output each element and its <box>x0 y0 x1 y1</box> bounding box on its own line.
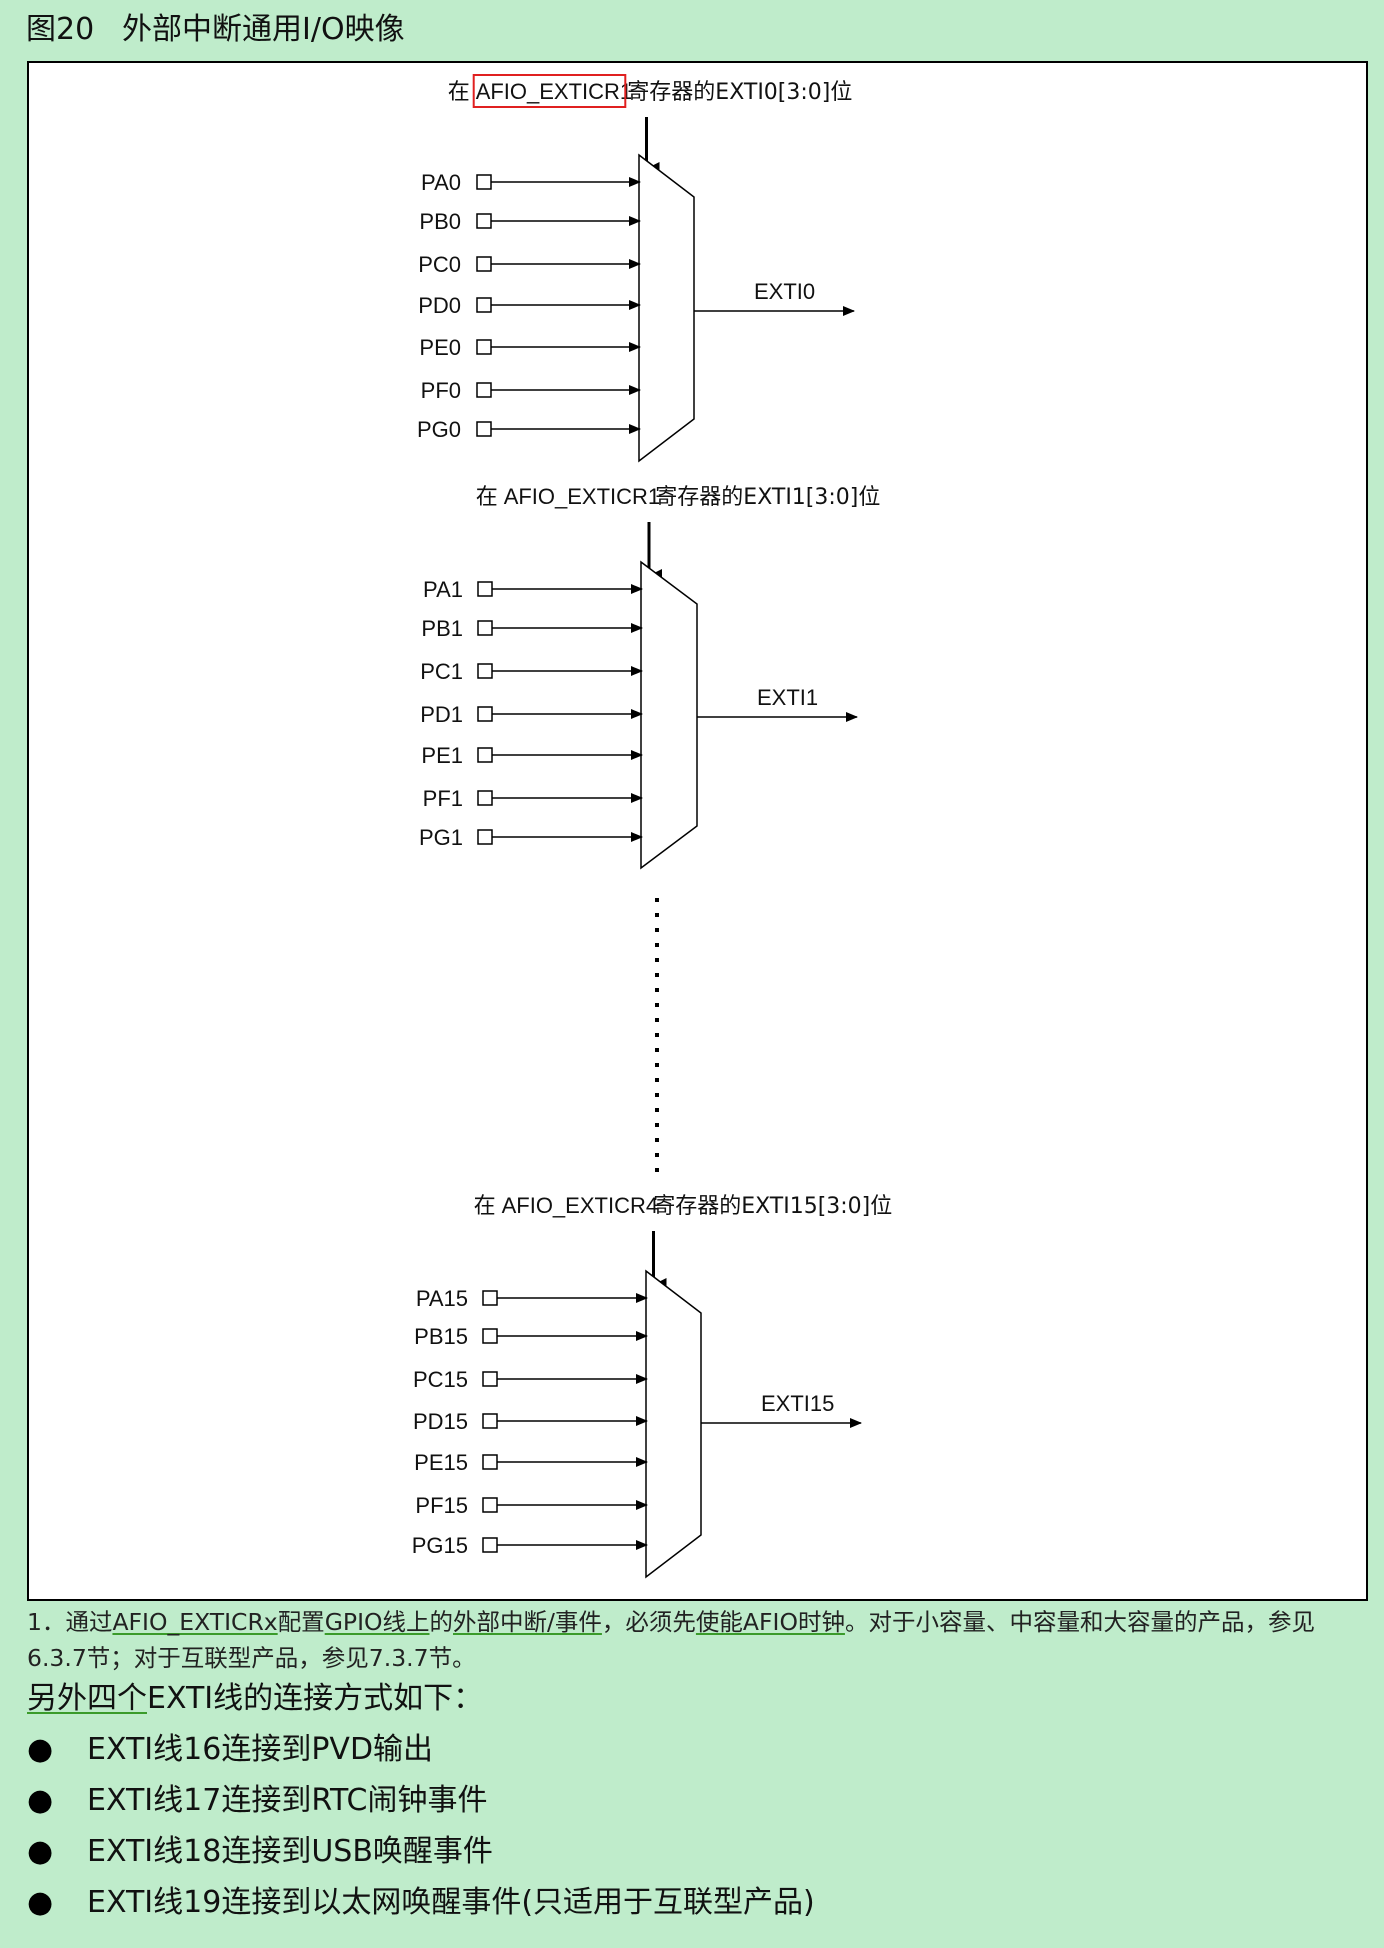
input-pin-label: PG0 <box>417 417 461 442</box>
input-pin-label: PE1 <box>421 743 463 768</box>
note-text: 1．通过 <box>27 1608 113 1636</box>
output-label: EXTI15 <box>761 1391 834 1416</box>
intro-underlined: 另外四个 <box>27 1681 147 1716</box>
pin-square-icon <box>482 1328 498 1344</box>
pin-square-icon <box>477 706 493 722</box>
pin-square-icon <box>482 1497 498 1513</box>
list-item-text: EXTI线16连接到PVD输出 <box>87 1732 434 1767</box>
input-pin-label: PE0 <box>419 335 461 360</box>
note-link-afio-exticrx: AFIO_EXTICRx <box>112 1608 278 1636</box>
input-pin-label: PG1 <box>419 825 463 850</box>
pin-square-icon <box>476 256 492 272</box>
list-item: ● EXTI线19连接到以太网唤醒事件(只适用于互联型产品) <box>27 1877 815 1928</box>
input-pin-label: PG15 <box>412 1533 468 1558</box>
intro-line: 另外四个EXTI线的连接方式如下： <box>27 1678 483 1720</box>
input-pin-label: PA15 <box>416 1286 468 1311</box>
pin-square-icon <box>477 790 493 806</box>
select-register-name: AFIO_EXTICR1 <box>504 484 660 509</box>
output-label: EXTI0 <box>754 279 815 304</box>
input-pin-label: PB15 <box>414 1324 468 1349</box>
figure-title: 图20 外部中断通用I/O映像 <box>26 8 405 52</box>
list-item: ● EXTI线17连接到RTC闹钟事件 <box>27 1775 815 1826</box>
input-pin-label: PF1 <box>423 786 463 811</box>
note-text: 。对于小容量、中容量和大容量的产品，参见6.3.7节；对于互联型产品，参见7.3… <box>27 1608 1315 1672</box>
input-pin-label: PA0 <box>421 170 461 195</box>
pin-square-icon <box>476 297 492 313</box>
note-link-gpio: GPIO线上 <box>324 1608 430 1636</box>
input-pin-label: PF0 <box>421 378 461 403</box>
pin-square-icon <box>482 1454 498 1470</box>
exti-lines-list: ● EXTI线16连接到PVD输出 ● EXTI线17连接到RTC闹钟事件 ● EXT… <box>27 1724 815 1928</box>
select-register-name: AFIO_EXTICR4 <box>502 1193 658 1218</box>
list-item: ● EXTI线18连接到USB唤醒事件 <box>27 1826 815 1877</box>
figure-number: 图20 <box>26 12 95 47</box>
input-pin-label: PD0 <box>418 293 461 318</box>
input-pin-label: PB1 <box>421 616 463 641</box>
select-label-prefix: 在 <box>476 485 498 510</box>
list-item-text: EXTI线19连接到以太网唤醒事件(只适用于互联型产品) <box>87 1885 815 1920</box>
register-highlight-box <box>472 74 627 108</box>
select-label-prefix: 在 <box>448 80 470 105</box>
pin-square-icon <box>477 663 493 679</box>
note-text: ，必须先 <box>601 1608 696 1636</box>
input-pin-label: PC15 <box>413 1367 468 1392</box>
input-pin-label: PD15 <box>413 1409 468 1434</box>
bullet-icon: ● <box>27 1783 54 1818</box>
bullet-icon: ● <box>27 1732 54 1767</box>
output-label: EXTI1 <box>757 685 818 710</box>
select-label-suffix: 寄存器的EXTI15[3:0]位 <box>653 1194 892 1219</box>
select-label-prefix: 在 <box>474 1194 496 1219</box>
input-pin-label: PE15 <box>414 1450 468 1475</box>
input-pin-label: PA1 <box>423 577 463 602</box>
select-label-suffix: 寄存器的EXTI0[3:0]位 <box>627 80 852 105</box>
footnote: 1．通过AFIO_EXTICRx配置GPIO线上的外部中断/事件，必须先使能AF… <box>27 1604 1372 1676</box>
input-pin-label: PB0 <box>419 209 461 234</box>
multiplexer-shape <box>638 153 695 463</box>
pin-square-icon <box>477 620 493 636</box>
intro-text: EXTI线的连接方式如下： <box>147 1681 484 1716</box>
pin-square-icon <box>482 1537 498 1553</box>
pin-square-icon <box>477 581 493 597</box>
pin-square-icon <box>482 1371 498 1387</box>
pin-square-icon <box>477 829 493 845</box>
pin-square-icon <box>476 421 492 437</box>
input-pin-label: PD1 <box>420 702 463 727</box>
bullet-icon: ● <box>27 1834 54 1869</box>
select-label-suffix: 寄存器的EXTI1[3:0]位 <box>655 485 880 510</box>
input-pin-label: PC0 <box>418 252 461 277</box>
pin-square-icon <box>476 339 492 355</box>
figure-caption: 外部中断通用I/O映像 <box>122 12 405 47</box>
pin-square-icon <box>477 747 493 763</box>
note-text: 的 <box>429 1608 454 1636</box>
multiplexer-shape <box>645 1269 702 1579</box>
pin-square-icon <box>476 382 492 398</box>
bullet-icon: ● <box>27 1885 54 1920</box>
select-register-name: AFIO_EXTICR1 <box>476 79 632 104</box>
list-item-text: EXTI线18连接到USB唤醒事件 <box>87 1834 493 1869</box>
pin-square-icon <box>476 213 492 229</box>
pin-square-icon <box>482 1413 498 1429</box>
multiplexer-shape <box>640 560 698 870</box>
list-item-text: EXTI线17连接到RTC闹钟事件 <box>87 1783 488 1818</box>
list-item: ● EXTI线16连接到PVD输出 <box>27 1724 815 1775</box>
note-link-afio-clock: 使能AFIO时钟 <box>695 1608 845 1636</box>
pin-square-icon <box>482 1290 498 1306</box>
pin-square-icon <box>476 174 492 190</box>
note-text: 配置 <box>277 1608 325 1636</box>
note-link-exti-event: 外部中断/事件 <box>453 1608 602 1636</box>
input-pin-label: PC1 <box>420 659 463 684</box>
input-pin-label: PF15 <box>415 1493 468 1518</box>
